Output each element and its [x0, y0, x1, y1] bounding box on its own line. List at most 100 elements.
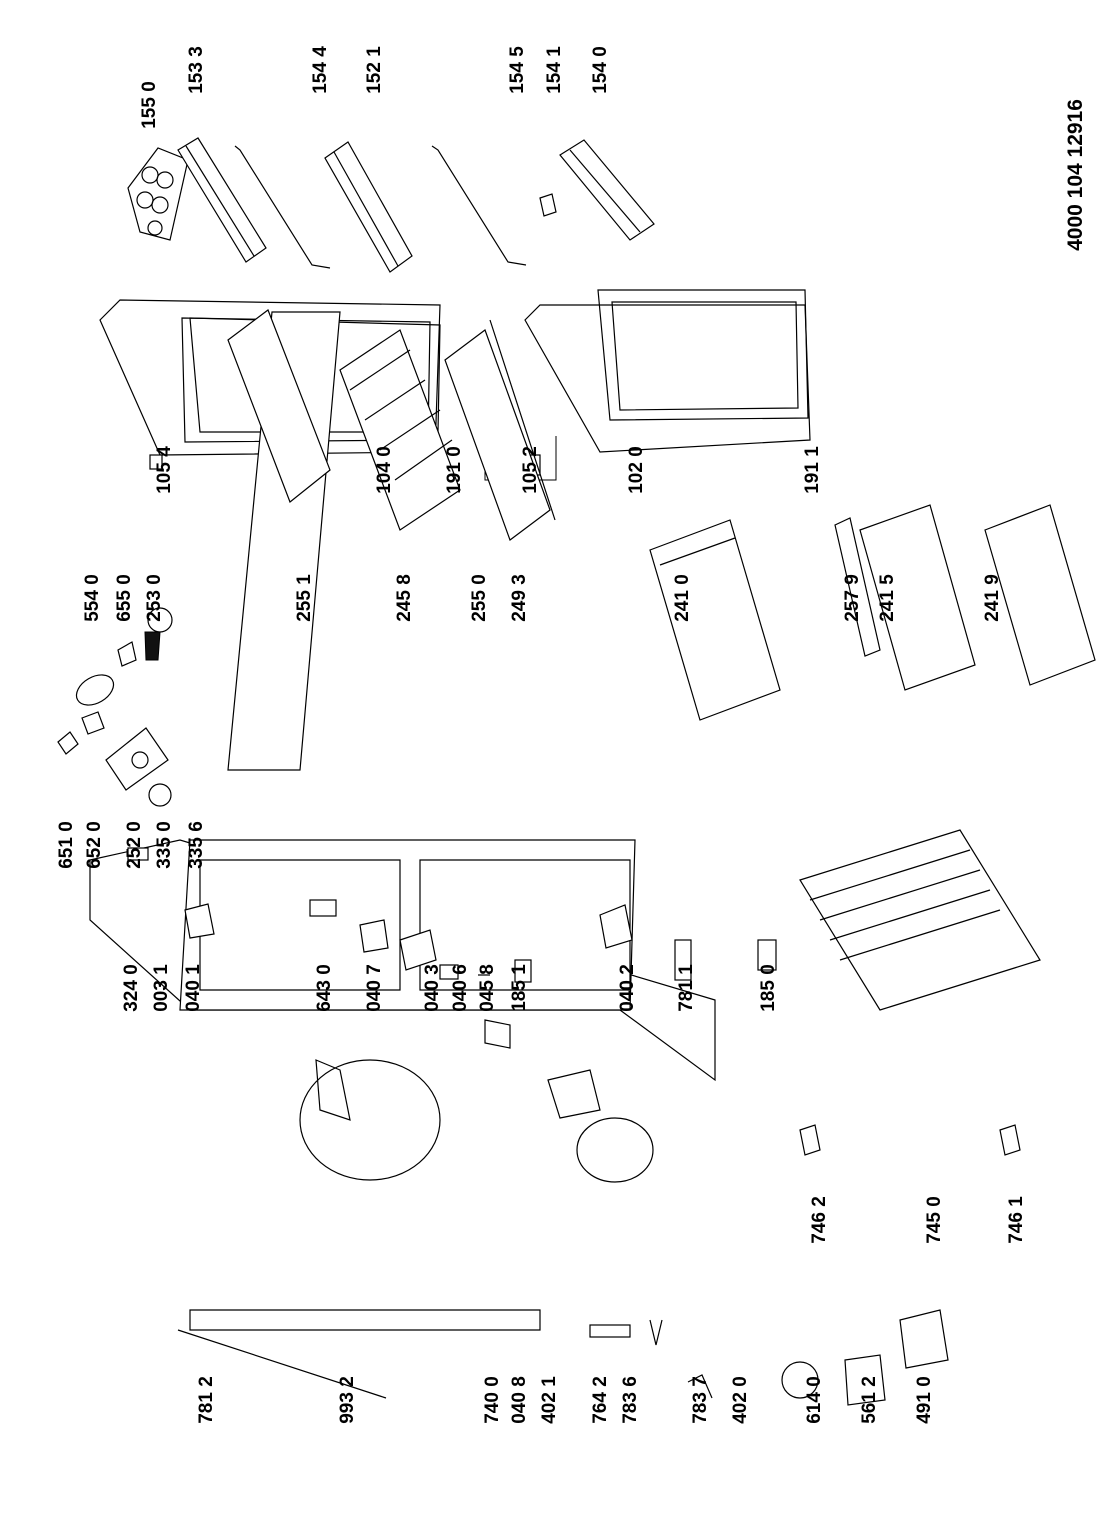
label-104-0: 104 0 [374, 446, 395, 494]
label-154-0: 154 0 [590, 46, 611, 94]
label-153-3: 153 3 [186, 46, 207, 94]
clip-783-7 [687, 1374, 713, 1399]
relay-561-2 [844, 1354, 886, 1406]
flap-257-9 [834, 517, 881, 657]
compressor-402-0 [576, 1117, 654, 1183]
label-040-1: 040 1 [183, 964, 204, 1012]
lamp-655-0 [117, 641, 137, 667]
label-740-0: 740 0 [482, 1376, 503, 1424]
label-185-0: 185 0 [758, 964, 779, 1012]
relay-402-1 [547, 1069, 601, 1119]
lamp-socket-652-0 [81, 711, 105, 735]
cover-781-1 [674, 939, 692, 981]
label-614-0: 614 0 [804, 1376, 825, 1424]
label-249-3: 249 3 [509, 574, 530, 622]
bottle-bar-154-4 [234, 145, 331, 269]
label-324-0: 324 0 [121, 964, 142, 1012]
wire-rack-745-0 [799, 829, 1041, 1011]
label-154-4: 154 4 [310, 46, 331, 94]
label-993-2: 993 2 [337, 1376, 358, 1424]
label-746-2: 746 2 [809, 1196, 830, 1244]
label-781-1: 781 1 [676, 964, 697, 1012]
label-241-9: 241 9 [982, 574, 1003, 622]
label-191-1: 191 1 [802, 446, 823, 494]
label-652-0: 652 0 [84, 821, 105, 869]
label-783-6: 783 6 [620, 1376, 641, 1424]
label-643-0: 643 0 [314, 964, 335, 1012]
door-shelf-152-1 [324, 141, 413, 273]
label-040-7: 040 7 [364, 964, 385, 1012]
cover-491-0 [899, 1309, 949, 1369]
freezer-drawer-241-5 [859, 504, 976, 691]
support-746-1 [999, 1124, 1021, 1156]
label-241-5: 241 5 [877, 574, 898, 622]
label-154-5: 154 5 [507, 46, 528, 94]
lamp-cover-554-0 [75, 674, 115, 706]
evaporator-993-2 [299, 1059, 441, 1181]
heater-cable-781-2 [177, 1329, 387, 1399]
hinge-040-3 [399, 929, 437, 971]
door-shelf-153-3 [177, 137, 267, 263]
label-040-8: 040 8 [509, 1376, 530, 1424]
spring-335-6 [144, 631, 161, 661]
label-105-4: 105 4 [154, 446, 175, 494]
label-402-1: 402 1 [539, 1376, 560, 1424]
label-255-1: 255 1 [294, 574, 315, 622]
label-040-6: 040 6 [450, 964, 471, 1012]
knob-335-0 [148, 783, 172, 807]
label-655-0: 655 0 [114, 574, 135, 622]
freezer-drawer-241-0 [649, 519, 781, 721]
bracket-040-2 [599, 904, 633, 949]
condenser-740-0 [189, 1309, 541, 1331]
label-781-2: 781 2 [196, 1376, 217, 1424]
shelf-255-0 [444, 329, 551, 541]
label-253-0: 253 0 [144, 574, 165, 622]
clip-154-1 [539, 193, 557, 217]
hinge-040-7 [359, 919, 389, 953]
label-040-3: 040 3 [422, 964, 443, 1012]
label-783-7: 783 7 [690, 1376, 711, 1424]
label-003-1: 003 1 [151, 964, 172, 1012]
label-191-0: 191 0 [444, 446, 465, 494]
label-257-9: 257 9 [842, 574, 863, 622]
door-shelf-154-0 [559, 139, 655, 241]
glass-shelf-255-1-drawn [227, 309, 331, 503]
label-491-0: 491 0 [914, 1376, 935, 1424]
door-gasket-191-1 [597, 289, 809, 421]
label-764-2: 764 2 [590, 1376, 611, 1424]
label-651-0: 651 0 [56, 821, 77, 869]
bottle-bar-154-5 [431, 145, 527, 266]
label-185-1: 185 1 [509, 964, 530, 1012]
wire-shelf-245-8 [339, 329, 461, 531]
label-040-2: 040 2 [617, 964, 638, 1012]
filter-drier-764-2 [589, 1324, 631, 1338]
label-241-0: 241 0 [672, 574, 693, 622]
label-245-8: 245 8 [394, 574, 415, 622]
label-252-0: 252 0 [124, 821, 145, 869]
freezer-door-102-0 [524, 304, 811, 453]
label-335-6: 335 6 [186, 821, 207, 869]
label-746-1: 746 1 [1006, 1196, 1027, 1244]
shelf-trim-249-3 [489, 319, 556, 521]
hinge-105-4 [149, 454, 163, 470]
plate-040-6 [439, 964, 459, 980]
cover-324-0 [127, 847, 149, 861]
freezer-drawer-241-9 [984, 504, 1096, 686]
label-255-0: 255 0 [469, 574, 490, 622]
thermostat-housing-252-0 [105, 727, 169, 791]
thermostat-knob-651-0 [57, 731, 79, 755]
egg-tray-155-0 [127, 147, 189, 241]
label-554-0: 554 0 [82, 574, 103, 622]
label-561-2: 561 2 [859, 1376, 880, 1424]
capillary-783-6 [649, 1319, 663, 1346]
bracket-040-1 [184, 903, 215, 939]
label-335-0: 335 0 [154, 821, 175, 869]
cover-185-0 [757, 939, 777, 971]
bracket-040-8 [484, 1019, 511, 1049]
cabinet [89, 839, 716, 1082]
label-152-1: 152 1 [364, 46, 385, 94]
label-105-2: 105 2 [520, 446, 541, 494]
label-154-1: 154 1 [544, 46, 565, 94]
